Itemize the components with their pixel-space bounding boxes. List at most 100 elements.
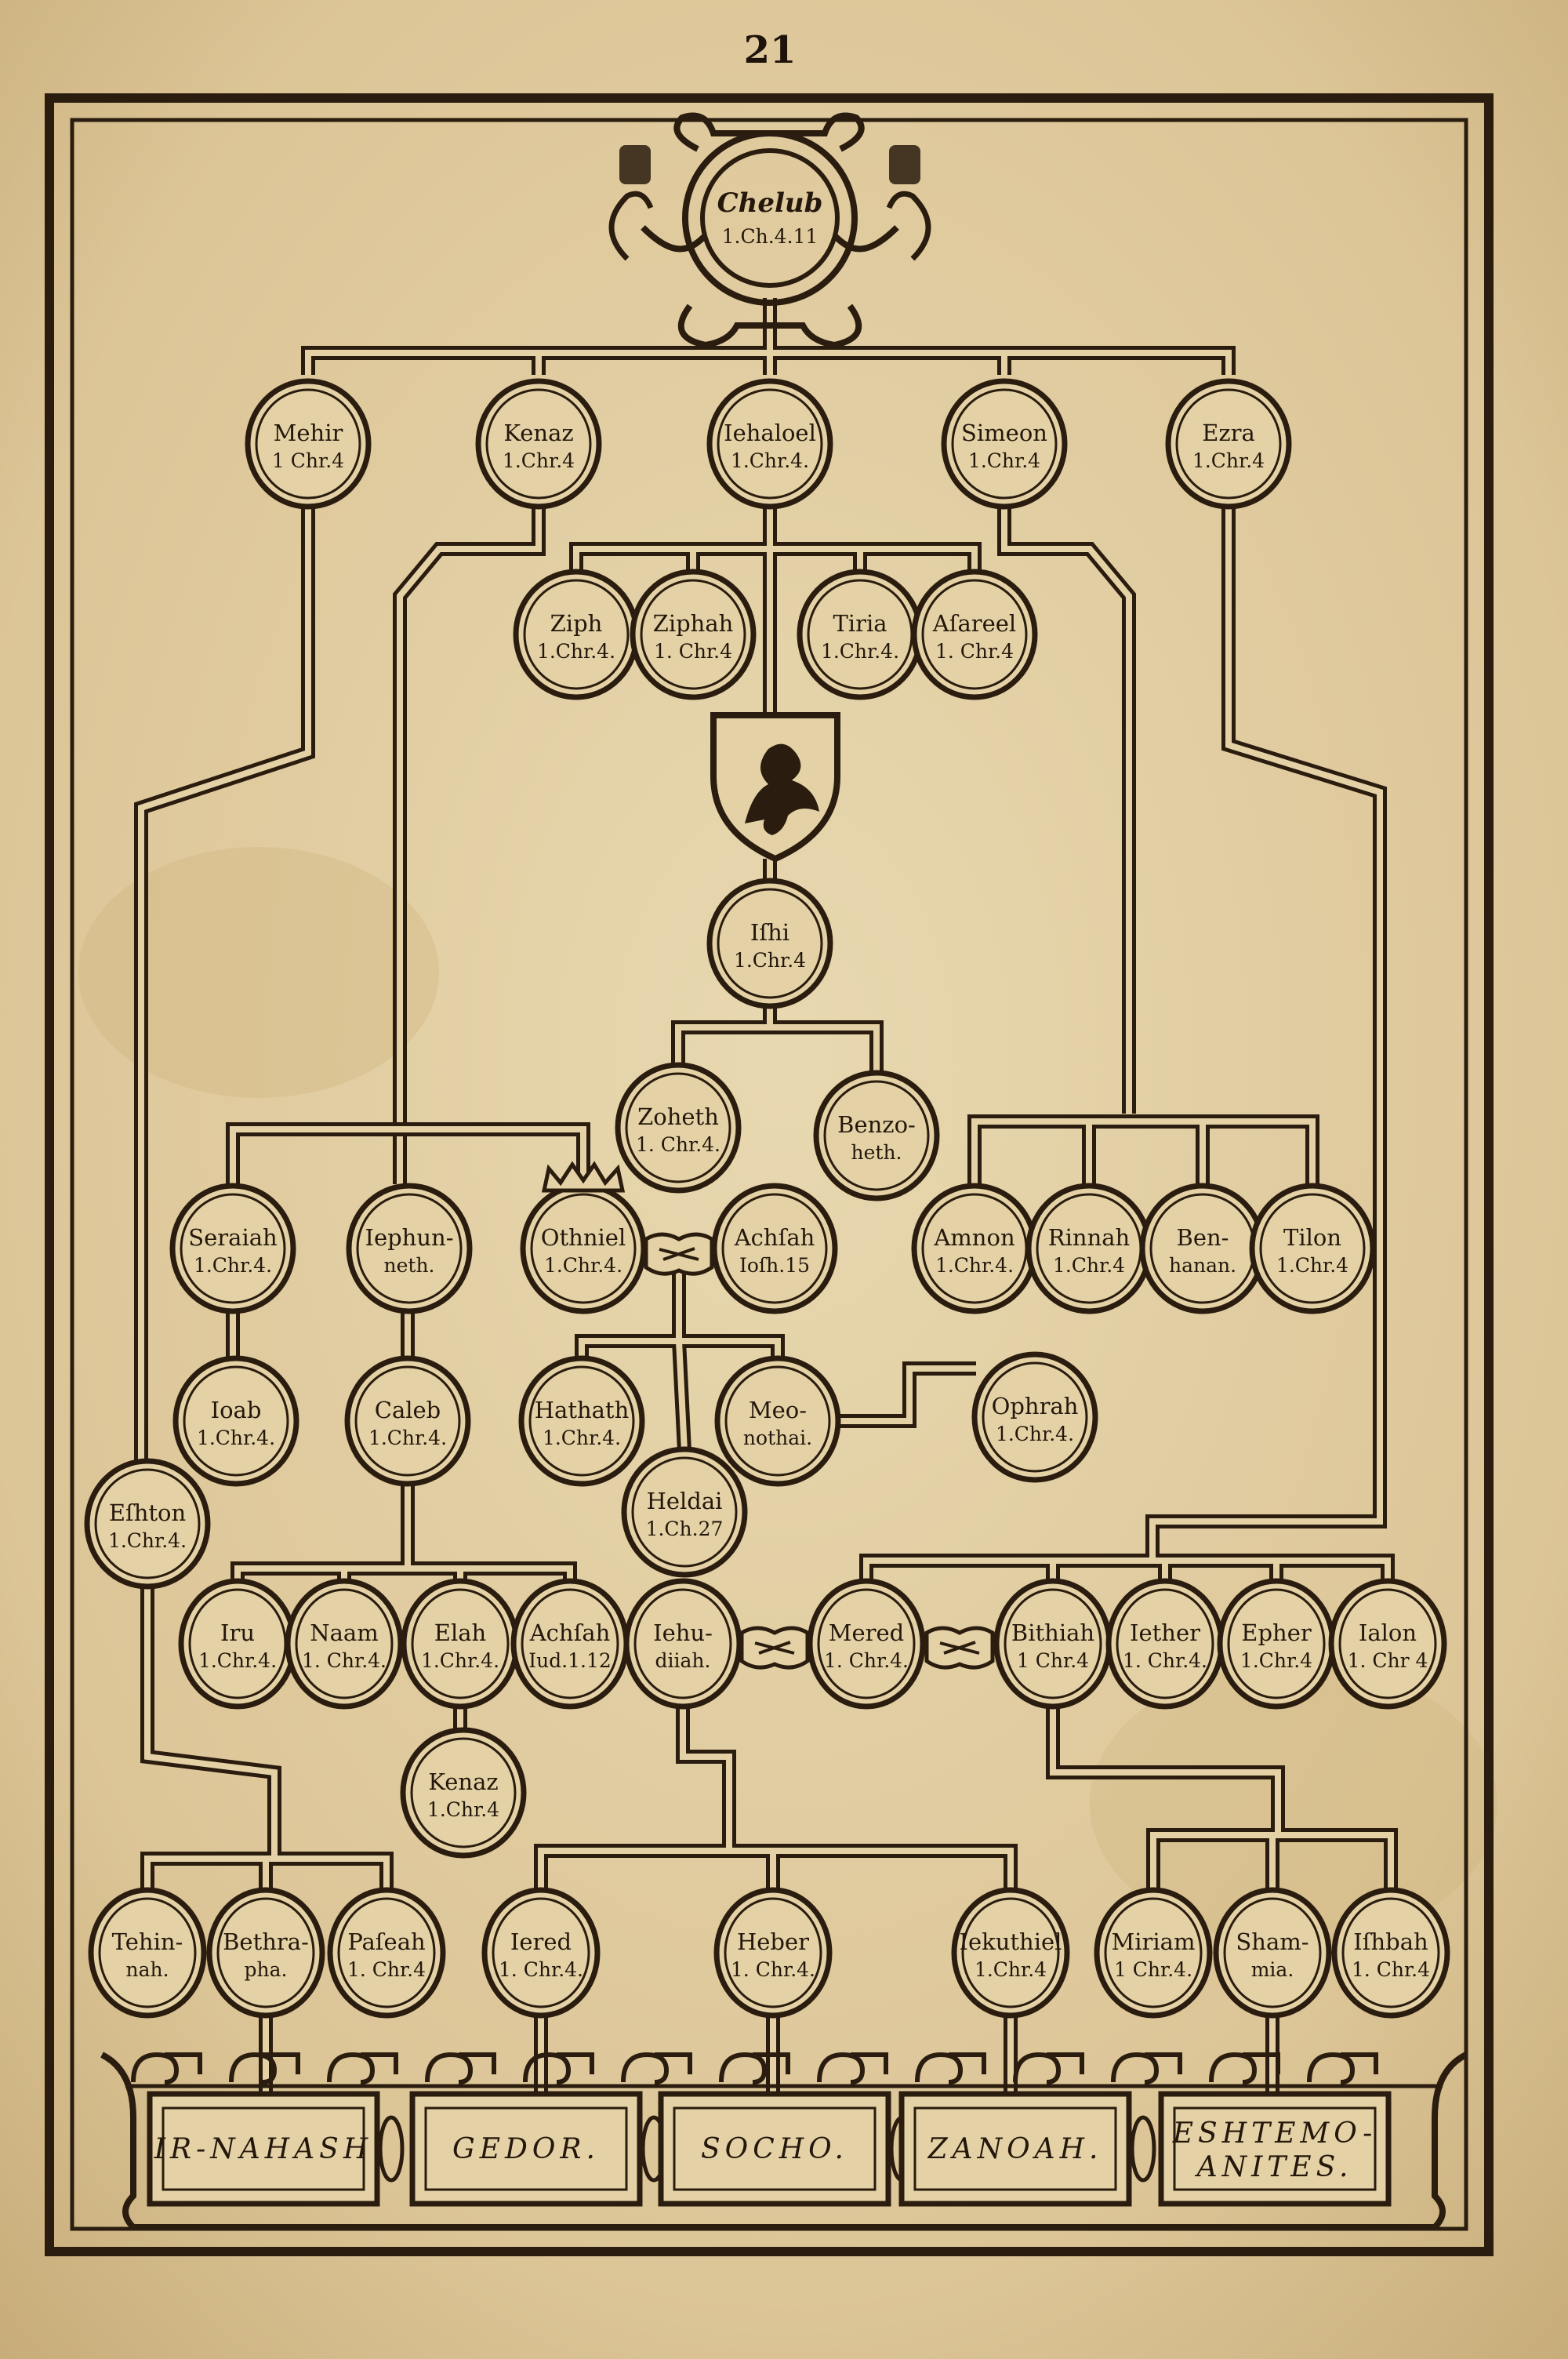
node-inner-ring bbox=[356, 1193, 463, 1304]
person-reference: hanan. bbox=[1169, 1254, 1236, 1277]
node-outer-ring bbox=[346, 1183, 473, 1314]
connection-line-core bbox=[263, 2016, 1276, 2110]
person-node[interactable]: Ben-hanan. bbox=[1139, 1183, 1266, 1314]
connection-line-core bbox=[138, 507, 311, 1467]
node-inner-ring bbox=[951, 388, 1058, 500]
node-inner-ring bbox=[631, 1456, 738, 1568]
person-name: Bithiah bbox=[1011, 1619, 1094, 1646]
node-outer-ring bbox=[706, 878, 833, 1009]
node-inner-ring bbox=[183, 1365, 289, 1477]
node-inner-ring bbox=[94, 1468, 201, 1579]
person-reference: Iud.1.12 bbox=[528, 1649, 612, 1672]
scroll-ornament bbox=[229, 2052, 300, 2085]
node-outer-ring bbox=[1328, 1578, 1447, 1710]
node-inner-ring bbox=[216, 1897, 315, 2008]
person-name: Heber bbox=[737, 1928, 809, 1955]
person-name: Ialon bbox=[1359, 1619, 1417, 1646]
scroll-ornament bbox=[1307, 2052, 1378, 2085]
person-name: Iephun- bbox=[365, 1224, 453, 1251]
person-reference: 1.Chr.4 bbox=[427, 1798, 499, 1821]
person-reference: 1.Chr.4 bbox=[1053, 1254, 1125, 1277]
node-inner-ring bbox=[337, 1897, 436, 2008]
node-inner-ring bbox=[1116, 1588, 1214, 1699]
node-outer-ring bbox=[475, 378, 602, 510]
person-node[interactable]: Iehu-diiah. bbox=[623, 1578, 742, 1710]
scroll-ornament bbox=[131, 2052, 202, 2085]
node-inner-ring bbox=[717, 888, 823, 999]
person-name: Amnon bbox=[933, 1224, 1014, 1251]
person-reference: 1.Ch.27 bbox=[646, 1518, 724, 1540]
crown-finial-left bbox=[619, 145, 651, 184]
node-inner-ring bbox=[817, 1588, 916, 1699]
person-name: Ioab bbox=[211, 1397, 262, 1423]
person-name: Sham- bbox=[1236, 1928, 1308, 1955]
node-inner-ring bbox=[717, 388, 823, 500]
person-node[interactable]: Amnon 1.Chr.4. bbox=[911, 1183, 1038, 1314]
person-reference: diiah. bbox=[655, 1649, 711, 1672]
node-outer-ring bbox=[706, 378, 833, 510]
person-node[interactable]: Sham-mia. bbox=[1213, 1887, 1332, 2019]
person-node[interactable]: Bethra-pha. bbox=[206, 1887, 325, 2019]
connection-line-core bbox=[538, 1707, 1014, 1890]
node-outer-ring bbox=[971, 1351, 1098, 1483]
person-node[interactable]: Benzo-heth. bbox=[813, 1070, 940, 1201]
person-node[interactable]: Tehin-nah. bbox=[88, 1887, 207, 2019]
person-reference: 1.Chr.4. bbox=[935, 1254, 1014, 1277]
node-inner-ring bbox=[354, 1365, 461, 1477]
person-name: Tehin- bbox=[112, 1928, 183, 1955]
node-inner-ring bbox=[528, 1365, 635, 1477]
root-cartouche: Chelub 1.Ch.4.11 bbox=[608, 112, 931, 349]
connection-line-core bbox=[1050, 1707, 1394, 1890]
person-name: Caleb bbox=[375, 1397, 441, 1423]
node-inner-ring bbox=[98, 1897, 197, 2008]
person-node[interactable]: Iephun-neth. bbox=[346, 1183, 473, 1314]
person-reference: 1.Chr.4 bbox=[975, 1958, 1047, 1981]
person-name: Tiria bbox=[833, 610, 887, 637]
person-node[interactable]: Meo-nothai. bbox=[714, 1355, 841, 1487]
person-reference: 1.Chr.4. bbox=[108, 1529, 187, 1552]
node-inner-ring bbox=[724, 1897, 822, 2008]
node-inner-ring bbox=[295, 1588, 394, 1699]
person-name: Miriam bbox=[1112, 1928, 1196, 1955]
person-reference: 1.Chr.4 bbox=[503, 449, 575, 472]
